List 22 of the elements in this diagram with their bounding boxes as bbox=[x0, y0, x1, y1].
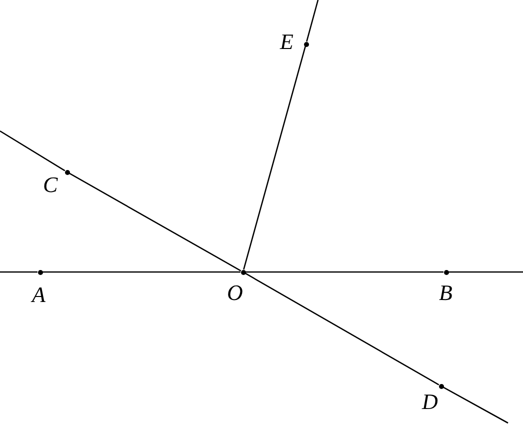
line-segment bbox=[0, 130, 66, 172]
line-segment bbox=[243, 46, 306, 270]
line-segment bbox=[306, 0, 319, 42]
point-dot bbox=[240, 270, 246, 274]
line-segment bbox=[0, 271, 38, 273]
point-label: A bbox=[32, 284, 46, 306]
point-dot bbox=[438, 384, 444, 388]
line-segment bbox=[244, 272, 440, 386]
point-label: C bbox=[43, 174, 58, 196]
line-segment bbox=[448, 271, 523, 273]
line-segment bbox=[442, 386, 508, 424]
point-label: E bbox=[280, 31, 294, 53]
line-segment bbox=[246, 271, 444, 273]
point-dot bbox=[64, 170, 70, 174]
point-dot bbox=[444, 270, 448, 274]
line-segment bbox=[42, 271, 240, 273]
point-dot bbox=[38, 270, 42, 274]
point-label: O bbox=[227, 282, 243, 304]
point-label: B bbox=[439, 282, 452, 304]
line-segment bbox=[68, 172, 242, 272]
point-dot bbox=[304, 42, 308, 46]
point-label: D bbox=[422, 391, 438, 413]
